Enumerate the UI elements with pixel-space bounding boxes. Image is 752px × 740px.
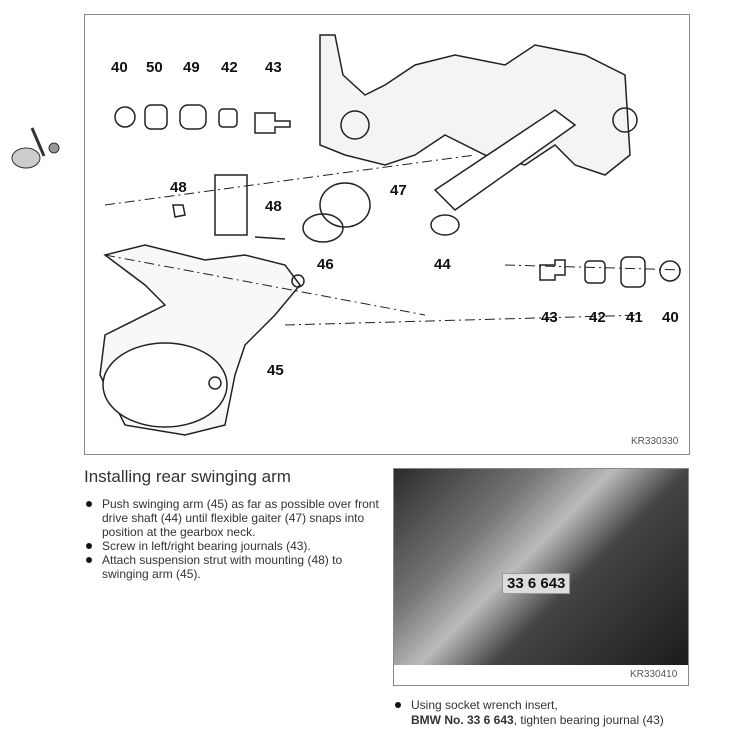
tool-number-label: 33 6 643 [502, 573, 571, 594]
photo-figure-code: KR330410 [630, 669, 678, 680]
part-label-50: 50 [146, 59, 163, 76]
part-label-42-right: 42 [589, 309, 606, 326]
part-label-41: 41 [626, 309, 643, 326]
part-label-43-right: 43 [541, 309, 558, 326]
part-label-49: 49 [183, 59, 200, 76]
swinging-arm-thumbnail-icon [11, 127, 60, 169]
instruction-step-tighten: Using socket wrench insert, BMW No. 33 6… [393, 698, 664, 728]
tool-number: BMW No. 33 6 643 [411, 713, 514, 727]
instruction-step: Push swinging arm (45) as far as possibl… [84, 497, 384, 539]
instruction-list: Push swinging arm (45) as far as possibl… [84, 497, 384, 581]
part-label-42: 42 [221, 59, 238, 76]
step-text-rest: , tighten bearing journal (43) [513, 713, 664, 727]
part-label-44: 44 [434, 256, 451, 273]
figure-code: KR330330 [631, 436, 679, 447]
section-heading: Installing rear swinging arm [84, 467, 291, 486]
part-label-46: 46 [317, 256, 334, 273]
exploded-diagram: 40 50 49 42 43 48 48 47 46 44 45 43 42 4… [84, 14, 690, 455]
part-label-40: 40 [111, 59, 128, 76]
instruction-step: Screw in left/right bearing journals (43… [84, 539, 384, 553]
part-label-47: 47 [390, 182, 407, 199]
photo-image [394, 469, 688, 665]
exploded-diagram-drawing [99, 34, 686, 436]
part-label-45: 45 [267, 362, 284, 379]
step-text: Using socket wrench insert, [411, 698, 558, 712]
instruction-step: Attach suspension strut with mounting (4… [84, 553, 384, 581]
part-label-43: 43 [265, 59, 282, 76]
part-label-48-nut: 48 [170, 179, 187, 196]
part-label-48-bolt: 48 [265, 198, 282, 215]
workshop-photo: 33 6 643 KR330410 [393, 468, 689, 686]
part-label-40-right: 40 [662, 309, 679, 326]
